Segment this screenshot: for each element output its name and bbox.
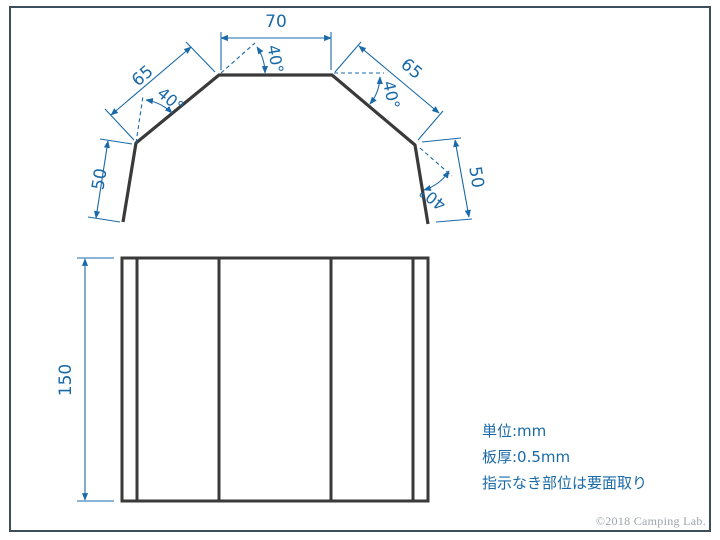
copyright-text: ©2018 Camping Lab. — [595, 514, 706, 528]
drawing-notes: 単位:mm 板厚:0.5mm 指示なき部位は要面取り — [482, 418, 647, 496]
front-view — [120, 256, 430, 503]
angle-left-slope-label: 40° — [154, 83, 188, 116]
front-height-dimension — [77, 257, 114, 502]
note-unit: 単位:mm — [482, 422, 547, 440]
top-dimensions — [87, 32, 473, 223]
dim-left-flange-label: 50 — [88, 167, 111, 192]
angle-top-label: 40° — [264, 43, 288, 74]
dim-right-flange-label: 50 — [464, 165, 487, 190]
dim-height-label: 150 — [56, 364, 76, 396]
top-profile — [121, 73, 430, 225]
note-chamfer: 指示なき部位は要面取り — [482, 474, 648, 492]
top-dimension-labels: 70 65 50 65 50 40° 40° 40° 40° — [88, 12, 487, 215]
note-thickness: 板厚:0.5mm — [482, 448, 571, 466]
dim-top-label: 70 — [265, 12, 287, 32]
angle-right-slope-label: 40° — [379, 79, 403, 111]
drawing-frame — [9, 6, 711, 532]
dim-right-slope-label: 65 — [396, 55, 425, 84]
dim-left-slope-label: 65 — [128, 62, 157, 91]
